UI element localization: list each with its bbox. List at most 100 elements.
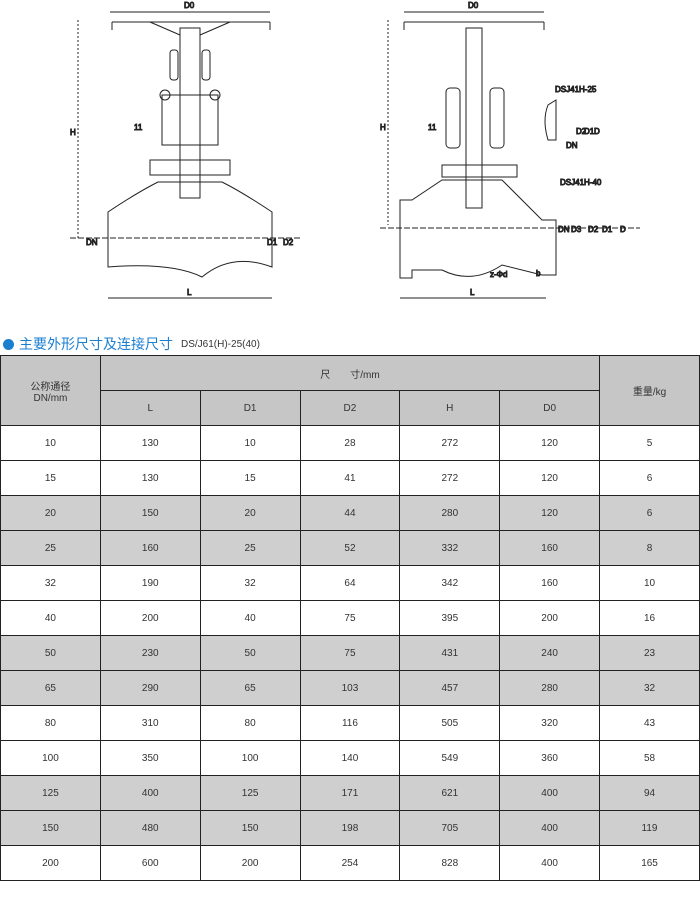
table-cell: 94: [599, 775, 700, 811]
label-h: H: [70, 128, 76, 137]
table-cell: 44: [299, 495, 401, 531]
table-cell: 549: [399, 740, 501, 776]
table-cell: 480: [99, 810, 201, 846]
table-cell: 828: [399, 845, 501, 881]
label-d1: D1: [267, 238, 278, 247]
table-cell: 32: [599, 670, 700, 706]
table-cell: 400: [499, 810, 601, 846]
table-cell: 505: [399, 705, 501, 741]
label-dn-40: DN: [558, 225, 570, 234]
label-do: D0: [184, 1, 195, 10]
label-model-25: DSJ41H-25: [555, 85, 597, 94]
valve-drawing-flanged: D0 H 11 DSJ41H-25 DN D2 D1 D DSJ41H-40 D…: [380, 1, 640, 299]
table-cell: 25: [0, 530, 101, 566]
header-col: D2: [299, 390, 401, 426]
table-cell: 272: [399, 460, 501, 496]
table-cell: 200: [99, 600, 201, 636]
table-cell: 75: [299, 600, 401, 636]
table-cell: 705: [399, 810, 501, 846]
table-cell: 23: [599, 635, 700, 671]
table-cell: 20: [199, 495, 301, 531]
table-cell: 160: [499, 565, 601, 601]
section-model: DS/J61(H)-25(40): [181, 338, 260, 350]
table-cell: 400: [499, 845, 601, 881]
label-d1-40: D1: [602, 225, 613, 234]
table-cell: 120: [499, 460, 601, 496]
table-cell: 400: [499, 775, 601, 811]
label-d3: D3: [571, 225, 582, 234]
header-col: D1: [199, 390, 301, 426]
table-cell: 40: [199, 600, 301, 636]
table-cell: 160: [499, 530, 601, 566]
table-cell: 65: [0, 670, 101, 706]
table-cell: 6: [599, 460, 700, 496]
table-cell: 20: [0, 495, 101, 531]
header-dimensions: 尺 寸/mm: [99, 355, 601, 391]
table-cell: 171: [299, 775, 401, 811]
label-d2-40: D2: [588, 225, 599, 234]
header-col: H: [399, 390, 501, 426]
table-cell: 198: [299, 810, 401, 846]
table-cell: 5: [599, 425, 700, 461]
table-cell: 230: [99, 635, 201, 671]
table-cell: 332: [399, 530, 501, 566]
table-cell: 25: [199, 530, 301, 566]
table-cell: 50: [199, 635, 301, 671]
table-cell: 621: [399, 775, 501, 811]
table-cell: 8: [599, 530, 700, 566]
label-z-d: z-Φd: [490, 270, 508, 279]
section-title: 主要外形尺寸及连接尺寸 DS/J61(H)-25(40): [3, 334, 260, 354]
label-dn-25: DN: [566, 141, 578, 150]
label-d-25: D: [594, 127, 600, 136]
table-cell: 119: [599, 810, 700, 846]
table-cell: 290: [99, 670, 201, 706]
table-cell: 130: [99, 460, 201, 496]
table-cell: 200: [199, 845, 301, 881]
table-cell: 10: [599, 565, 700, 601]
label-l: L: [187, 288, 192, 297]
table-cell: 150: [199, 810, 301, 846]
table-cell: 32: [199, 565, 301, 601]
bullet-icon: [3, 338, 14, 350]
table-cell: 28: [299, 425, 401, 461]
table-cell: 431: [399, 635, 501, 671]
table-cell: 80: [199, 705, 301, 741]
table-cell: 64: [299, 565, 401, 601]
header-col: D0: [499, 390, 601, 426]
table-cell: 10: [0, 425, 101, 461]
table-cell: 150: [0, 810, 101, 846]
table-cell: 103: [299, 670, 401, 706]
section-title-text: 主要外形尺寸及连接尺寸: [19, 336, 173, 352]
table-cell: 160: [99, 530, 201, 566]
table-cell: 15: [0, 460, 101, 496]
table-cell: 200: [499, 600, 601, 636]
label-b: b: [536, 269, 541, 278]
table-cell: 140: [299, 740, 401, 776]
label-l-right: L: [470, 288, 475, 297]
label-d-40: D: [620, 225, 626, 234]
table-cell: 15: [199, 460, 301, 496]
label-d2-25: D2: [576, 127, 587, 136]
table-cell: 350: [99, 740, 201, 776]
table-cell: 40: [0, 600, 101, 636]
table-cell: 120: [499, 495, 601, 531]
valve-drawing-welded: D0 H 11 DN D1 D2 L: [70, 1, 300, 299]
table-cell: 125: [0, 775, 101, 811]
table-cell: 65: [199, 670, 301, 706]
table-cell: 52: [299, 530, 401, 566]
table-cell: 280: [499, 670, 601, 706]
table-cell: 80: [0, 705, 101, 741]
table-cell: 10: [199, 425, 301, 461]
label-d1-25: D1: [584, 127, 595, 136]
table-cell: 75: [299, 635, 401, 671]
